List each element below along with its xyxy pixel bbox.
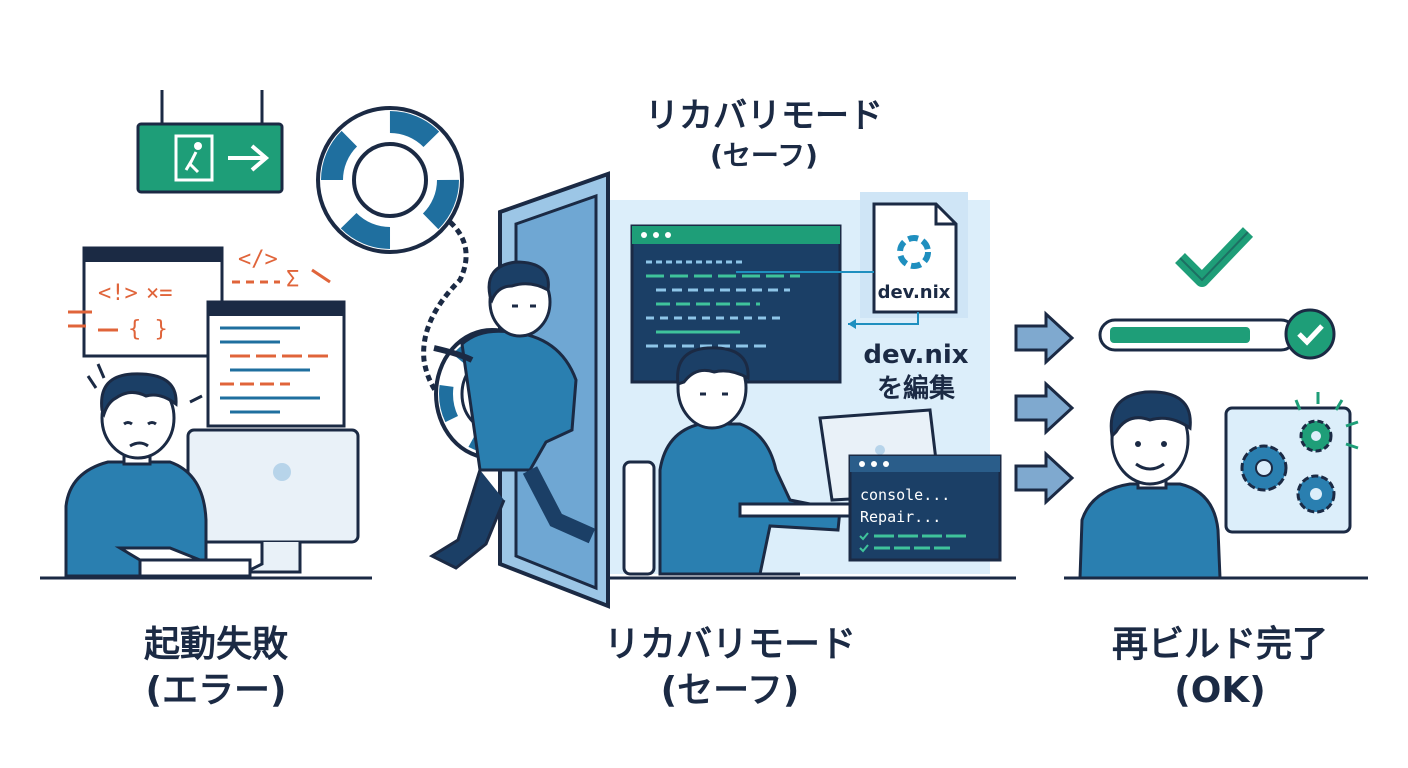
rebuild-line2: (OK) [1174,670,1266,711]
error-tag-text: <!> [98,281,138,306]
recovery-line2: (セーフ) [660,670,800,711]
console-line-2: Repair... [860,508,941,526]
seated-person [622,346,892,576]
console-window: console... Repair... [848,454,1002,562]
lifebuoy-icon [316,106,472,423]
sigma-text: Σ [286,267,299,292]
failure-line1: 起動失敗 [143,624,288,665]
recovery-panel: dev.nix console... Repair... [316,106,1016,609]
rebuild-caption: 再ビルド完了 (OK) [1090,622,1350,714]
dev-nix-file: dev.nix [736,192,968,329]
edit-dev-nix-label: dev.nix を編集 [856,338,976,406]
flow-arrows [1014,310,1075,506]
failure-panel: <!> ×= { } </> Σ [40,90,372,580]
recovery-top-line1: リカバリモード [645,96,883,136]
arrow-right-icon [1014,450,1075,506]
rebuild-line1: 再ビルド完了 [1111,624,1328,665]
failure-line2: (エラー) [145,670,287,711]
failure-monitor [186,428,360,574]
edit-line1: dev.nix [863,340,969,370]
error-braces-text: { } [128,317,168,342]
exit-sign-icon [136,90,284,194]
recovery-caption: リカバリモード (セーフ) [560,622,900,714]
recovery-top-title: リカバリモード (セーフ) [604,94,924,174]
svg-text:×=: ×= [146,281,173,306]
gears-icon [1224,392,1359,534]
recovery-top-line2: (セーフ) [710,139,818,172]
slash-tag-text: </> [238,247,278,272]
rebuild-panel [1064,227,1368,580]
code-window [206,300,346,428]
happy-person [1078,390,1222,580]
failure-caption: 起動失敗 (エラー) [100,622,332,714]
edit-line2: を編集 [876,374,955,404]
progress-bar [1098,308,1336,360]
running-person [428,260,596,570]
confused-person [64,363,252,578]
console-line-1: console... [860,486,950,504]
arrow-right-icon [1014,310,1075,366]
arrow-right-icon [1014,380,1075,436]
nix-snowflake-icon [897,235,931,269]
recovery-line1: リカバリモード [603,624,856,665]
file-name-text: dev.nix [878,282,951,303]
error-window: <!> ×= { } [68,246,224,358]
checkmark-icon [1175,227,1254,287]
